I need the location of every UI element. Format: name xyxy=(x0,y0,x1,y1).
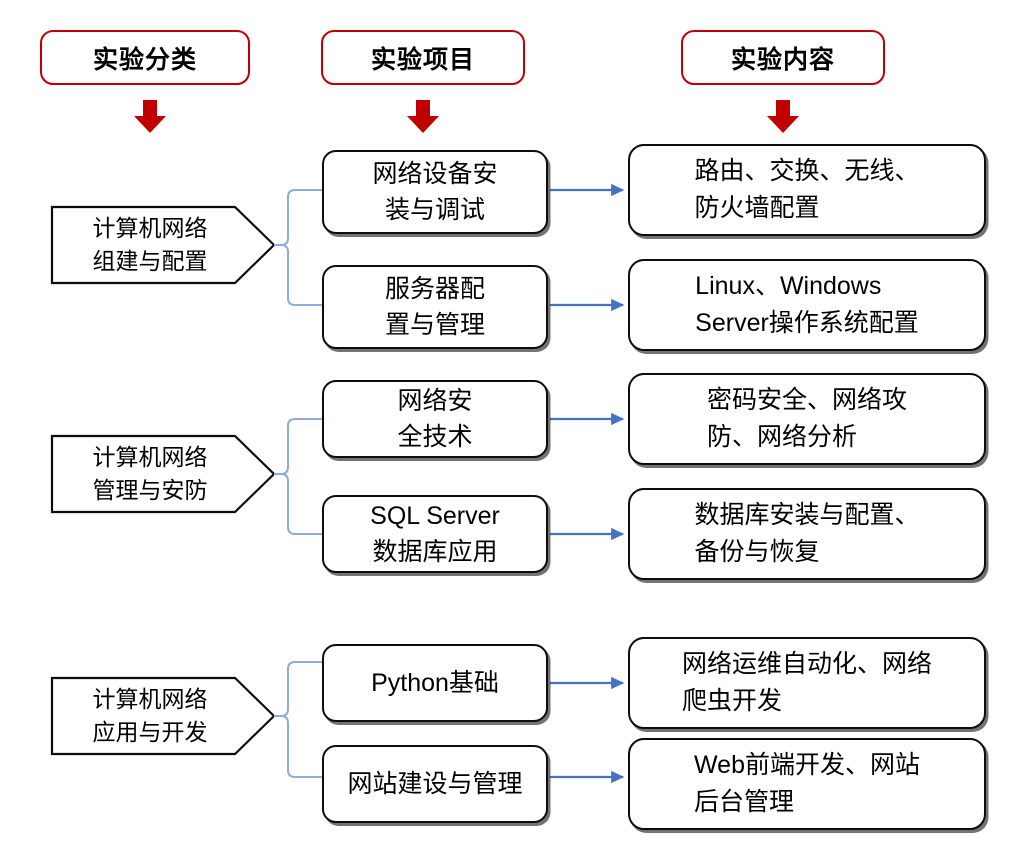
project-text-2-2: SQL Server 数据库应用 xyxy=(370,502,500,566)
content-text-2-1: 密码安全、网络攻 防、网络分析 xyxy=(706,386,907,451)
header-experiment-category: 实验分类 xyxy=(40,30,250,85)
brace-row-3 xyxy=(274,661,322,778)
category-label-row-1: 计算机网络 组建与配置 xyxy=(56,212,244,280)
project-box-3-1[interactable]: Python基础 xyxy=(322,644,548,722)
header-experiment-content: 实验内容 xyxy=(681,30,885,85)
red-down-arrow-icon-1 xyxy=(134,100,166,133)
content-box-1-1[interactable]: 路由、交换、无线、 防火墙配置 xyxy=(628,144,986,236)
content-text-1-2: Linux、Windows Server操作系统配置 xyxy=(695,272,919,337)
project-text-1-1: 网络设备安 装与调试 xyxy=(372,160,498,224)
project-box-2-2[interactable]: SQL Server 数据库应用 xyxy=(322,495,548,573)
content-box-1-2[interactable]: Linux、Windows Server操作系统配置 xyxy=(628,259,986,351)
project-box-1-2[interactable]: 服务器配 置与管理 xyxy=(322,265,548,349)
red-down-arrow-icon-2 xyxy=(407,100,439,133)
project-text-1-2: 服务器配 置与管理 xyxy=(384,275,485,339)
content-box-3-2[interactable]: Web前端开发、网站 后台管理 xyxy=(628,738,986,830)
content-text-3-1: 网络运维自动化、网络 爬虫开发 xyxy=(681,650,932,715)
category-text-1: 计算机网络 组建与配置 xyxy=(92,215,208,274)
red-down-arrow-icon-3 xyxy=(767,100,799,133)
project-text-2-1: 网络安 全技术 xyxy=(397,387,473,451)
content-box-2-1[interactable]: 密码安全、网络攻 防、网络分析 xyxy=(628,373,986,465)
category-label-row-3: 计算机网络 应用与开发 xyxy=(56,683,244,751)
brace-row-2 xyxy=(274,418,322,535)
category-text-2: 计算机网络 管理与安防 xyxy=(92,444,208,503)
project-text-3-1: Python基础 xyxy=(371,669,499,697)
project-box-3-2[interactable]: 网站建设与管理 xyxy=(322,745,548,823)
content-text-1-1: 路由、交换、无线、 防火墙配置 xyxy=(694,157,920,222)
project-box-2-1[interactable]: 网络安 全技术 xyxy=(322,380,548,458)
brace-row-1 xyxy=(274,189,322,306)
content-text-2-2: 数据库安装与配置、 备份与恢复 xyxy=(694,501,920,566)
category-label-row-2: 计算机网络 管理与安防 xyxy=(56,441,244,509)
category-text-3: 计算机网络 应用与开发 xyxy=(92,686,208,745)
content-box-3-1[interactable]: 网络运维自动化、网络 爬虫开发 xyxy=(628,637,986,729)
content-text-3-2: Web前端开发、网站 后台管理 xyxy=(694,751,920,816)
header-experiment-project: 实验项目 xyxy=(321,30,525,85)
project-box-1-1[interactable]: 网络设备安 装与调试 xyxy=(322,150,548,234)
project-text-3-2: 网站建设与管理 xyxy=(347,770,523,798)
content-box-2-2[interactable]: 数据库安装与配置、 备份与恢复 xyxy=(628,488,986,580)
